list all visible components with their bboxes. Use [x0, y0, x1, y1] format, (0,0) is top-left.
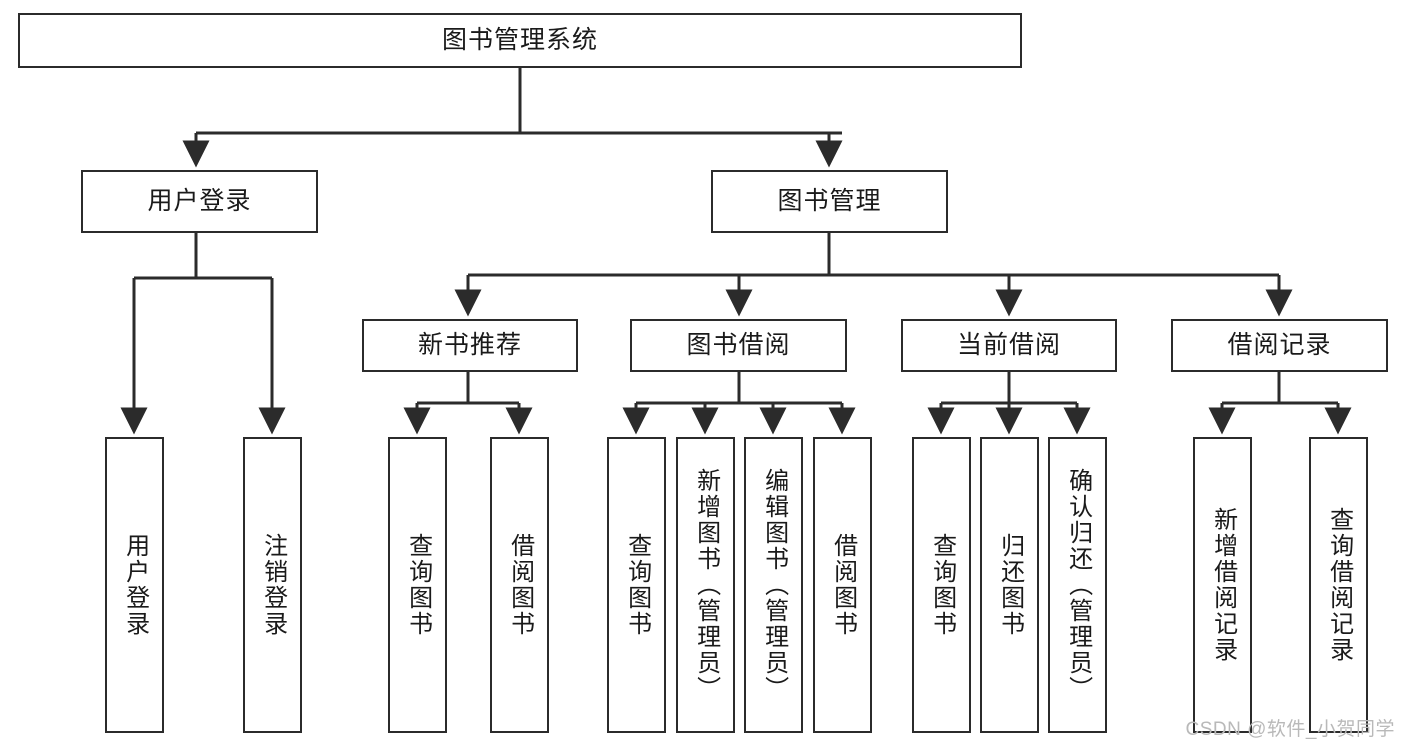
node-label: 查询图书 — [404, 533, 432, 637]
node-label: 查询借阅记录 — [1325, 507, 1353, 663]
leaf-borrow-edit-book-admin[interactable]: 编辑图书（管理员） — [744, 437, 803, 733]
leaf-current-confirm-return-admin[interactable]: 确认归还（管理员） — [1048, 437, 1107, 733]
node-label: 借阅图书 — [829, 533, 857, 637]
leaf-borrow-borrow-book[interactable]: 借阅图书 — [813, 437, 872, 733]
leaf-borrow-add-book-admin[interactable]: 新增图书（管理员） — [676, 437, 735, 733]
node-user-login[interactable]: 用户登录 — [81, 170, 318, 233]
node-label: 新增图书（管理员） — [692, 468, 720, 702]
leaf-logout-login[interactable]: 注销登录 — [243, 437, 302, 733]
node-label: 新书推荐 — [417, 330, 522, 359]
node-label: 归还图书 — [996, 533, 1024, 637]
node-current-borrow[interactable]: 当前借阅 — [901, 319, 1117, 372]
node-label: 图书借阅 — [686, 330, 791, 359]
node-root-book-management-system[interactable]: 图书管理系统 — [18, 13, 1022, 68]
node-label: 查询图书 — [928, 533, 956, 637]
leaf-record-query-borrow-record[interactable]: 查询借阅记录 — [1309, 437, 1368, 733]
node-label: 用户登录 — [121, 533, 149, 637]
node-label: 新增借阅记录 — [1209, 507, 1237, 663]
csdn-watermark: CSDN @软件_小贺同学 — [1185, 719, 1395, 740]
node-label: 图书管理系统 — [441, 25, 598, 54]
node-label: 图书管理 — [777, 186, 882, 215]
node-label: 借阅图书 — [506, 533, 534, 637]
node-label: 借阅记录 — [1227, 330, 1332, 359]
node-new-book-recommend[interactable]: 新书推荐 — [362, 319, 578, 372]
leaf-current-query-book[interactable]: 查询图书 — [912, 437, 971, 733]
node-label: 当前借阅 — [956, 330, 1061, 359]
node-book-management[interactable]: 图书管理 — [711, 170, 948, 233]
node-label: 用户登录 — [147, 186, 252, 215]
node-book-borrow[interactable]: 图书借阅 — [630, 319, 847, 372]
leaf-record-add-borrow-record[interactable]: 新增借阅记录 — [1193, 437, 1252, 733]
leaf-recommend-query-book[interactable]: 查询图书 — [388, 437, 447, 733]
node-label: 编辑图书（管理员） — [760, 468, 788, 702]
leaf-borrow-query-book[interactable]: 查询图书 — [607, 437, 666, 733]
leaf-user-login[interactable]: 用户登录 — [105, 437, 164, 733]
leaf-recommend-borrow-book[interactable]: 借阅图书 — [490, 437, 549, 733]
node-label: 查询图书 — [623, 533, 651, 637]
leaf-current-return-book[interactable]: 归还图书 — [980, 437, 1039, 733]
node-label: 确认归还（管理员） — [1064, 468, 1092, 702]
node-borrow-record[interactable]: 借阅记录 — [1171, 319, 1388, 372]
node-label: 注销登录 — [259, 533, 287, 637]
